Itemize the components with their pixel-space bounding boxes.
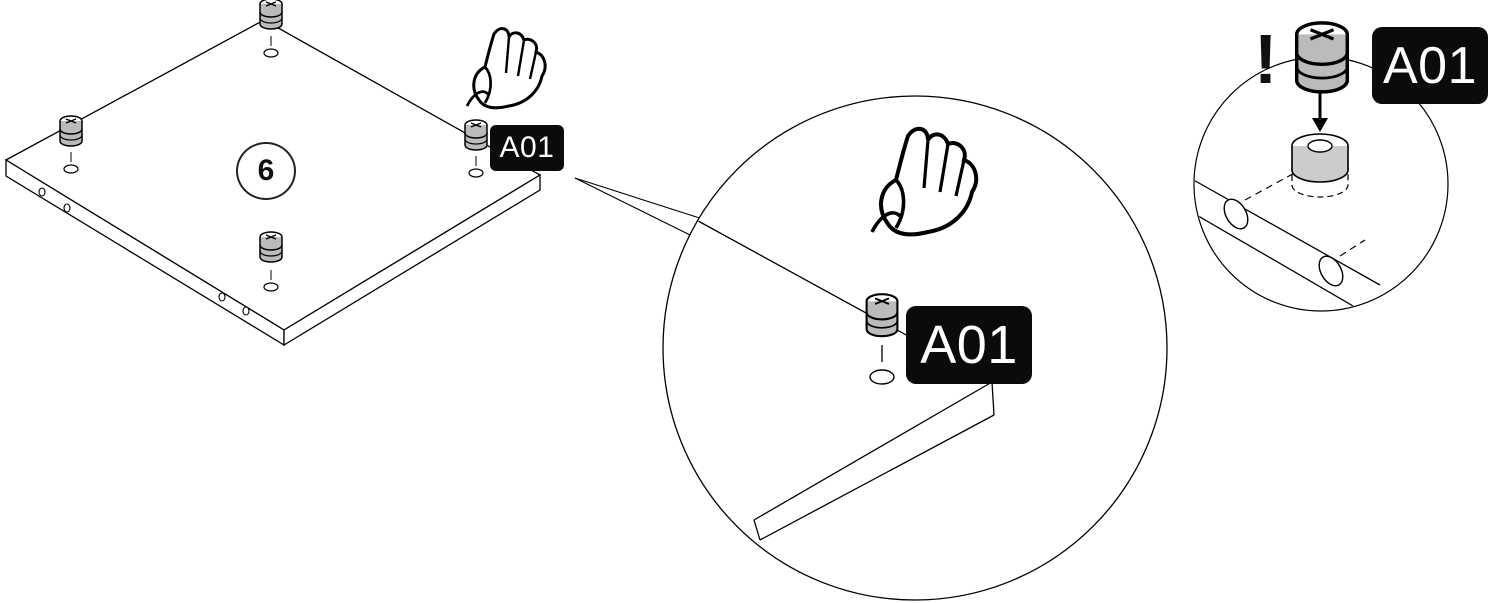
part-label-main: A01	[490, 125, 564, 171]
detail-orientation-circle	[1193, 21, 1449, 312]
part-label-zoom: A01	[906, 306, 1032, 384]
part-label-detail: A01	[1372, 27, 1488, 104]
attention-icon: !	[1254, 20, 1278, 98]
hand-press-icon	[465, 27, 547, 110]
callout-leader	[574, 177, 713, 236]
step-number-badge: 6	[236, 142, 296, 200]
